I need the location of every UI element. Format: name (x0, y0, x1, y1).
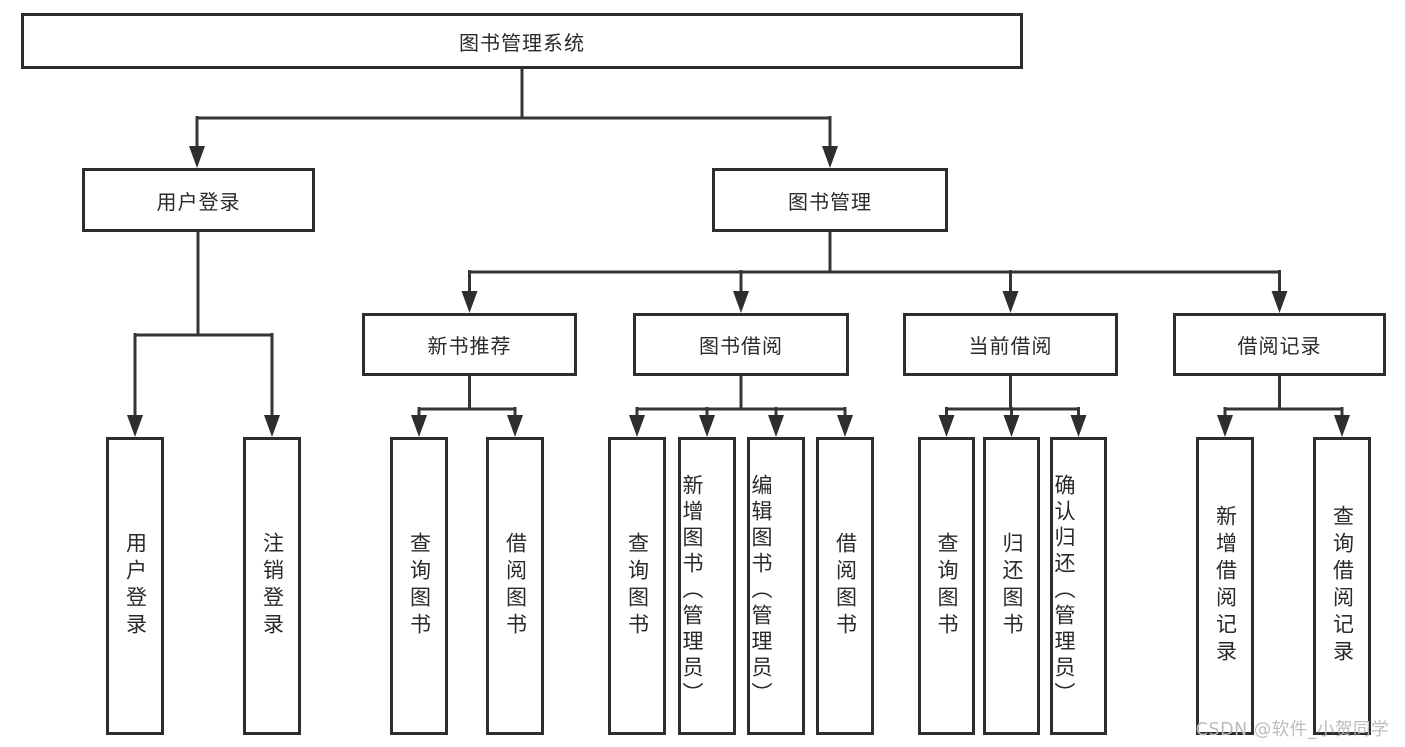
node-user-login: 用户登录 (82, 168, 315, 232)
leaf-add-borrow-record-label: 新增借阅记录 (1213, 505, 1238, 667)
leaf-query-books-borrow-label: 查询图书 (625, 532, 650, 640)
connector-borrow-to-leaves (629, 374, 853, 437)
node-book-borrow: 图书借阅 (633, 313, 849, 376)
leaf-query-books-current: 查询图书 (918, 437, 975, 735)
leaf-add-books-admin-label: 新增图书（管理员） (680, 473, 704, 708)
leaf-query-books-current-label: 查询图书 (935, 532, 959, 640)
leaf-user-login-label: 用户登录 (123, 532, 148, 640)
leaf-borrow-books: 借阅图书 (816, 437, 874, 735)
connector-current-to-leaves (938, 374, 1087, 437)
connector-root-to-level2 (189, 67, 838, 168)
leaf-confirm-return-admin: 确认归还（管理员） (1050, 437, 1107, 735)
leaf-return-books-label: 归还图书 (1000, 532, 1024, 640)
node-current-borrow-label: 当前借阅 (968, 334, 1053, 358)
leaf-borrow-books-recommend: 借阅图书 (486, 437, 544, 735)
leaf-query-books-borrow: 查询图书 (608, 437, 666, 735)
leaf-logout-label: 注销登录 (260, 532, 285, 640)
leaf-edit-books-admin-label: 编辑图书（管理员） (749, 473, 773, 708)
node-borrow-records-label: 借阅记录 (1237, 334, 1322, 358)
leaf-query-books-recommend: 查询图书 (390, 437, 448, 735)
node-root-system: 图书管理系统 (21, 13, 1023, 69)
node-book-management: 图书管理 (712, 168, 948, 232)
node-new-book-recommend: 新书推荐 (362, 313, 577, 376)
leaf-edit-books-admin: 编辑图书（管理员） (747, 437, 805, 735)
leaf-query-borrow-record-label: 查询借阅记录 (1330, 505, 1355, 667)
node-current-borrow: 当前借阅 (903, 313, 1118, 376)
leaf-user-login: 用户登录 (106, 437, 164, 735)
node-user-login-label: 用户登录 (156, 189, 241, 214)
csdn-watermark: CSDN @软件_小贺同学 (1195, 720, 1389, 740)
leaf-add-books-admin: 新增图书（管理员） (678, 437, 736, 735)
leaf-return-books: 归还图书 (983, 437, 1040, 735)
connector-recommend-to-leaves (411, 374, 523, 437)
leaf-logout: 注销登录 (243, 437, 301, 735)
node-new-book-recommend-label: 新书推荐 (427, 334, 512, 358)
leaf-add-borrow-record: 新增借阅记录 (1196, 437, 1254, 735)
leaf-confirm-return-admin-label: 确认归还（管理员） (1052, 473, 1076, 708)
node-book-borrow-label: 图书借阅 (699, 334, 783, 358)
node-book-management-label: 图书管理 (788, 189, 872, 214)
node-borrow-records: 借阅记录 (1173, 313, 1386, 376)
leaf-borrow-books-recommend-label: 借阅图书 (503, 532, 528, 640)
leaf-query-borrow-record: 查询借阅记录 (1313, 437, 1371, 735)
connector-records-to-leaves (1217, 374, 1350, 437)
connector-login-to-leaves (127, 230, 280, 437)
node-root-label: 图书管理系统 (459, 30, 585, 55)
leaf-borrow-books-label: 借阅图书 (833, 532, 858, 640)
connector-mgmt-to-level3 (461, 230, 1288, 313)
leaf-query-books-recommend-label: 查询图书 (407, 532, 432, 640)
